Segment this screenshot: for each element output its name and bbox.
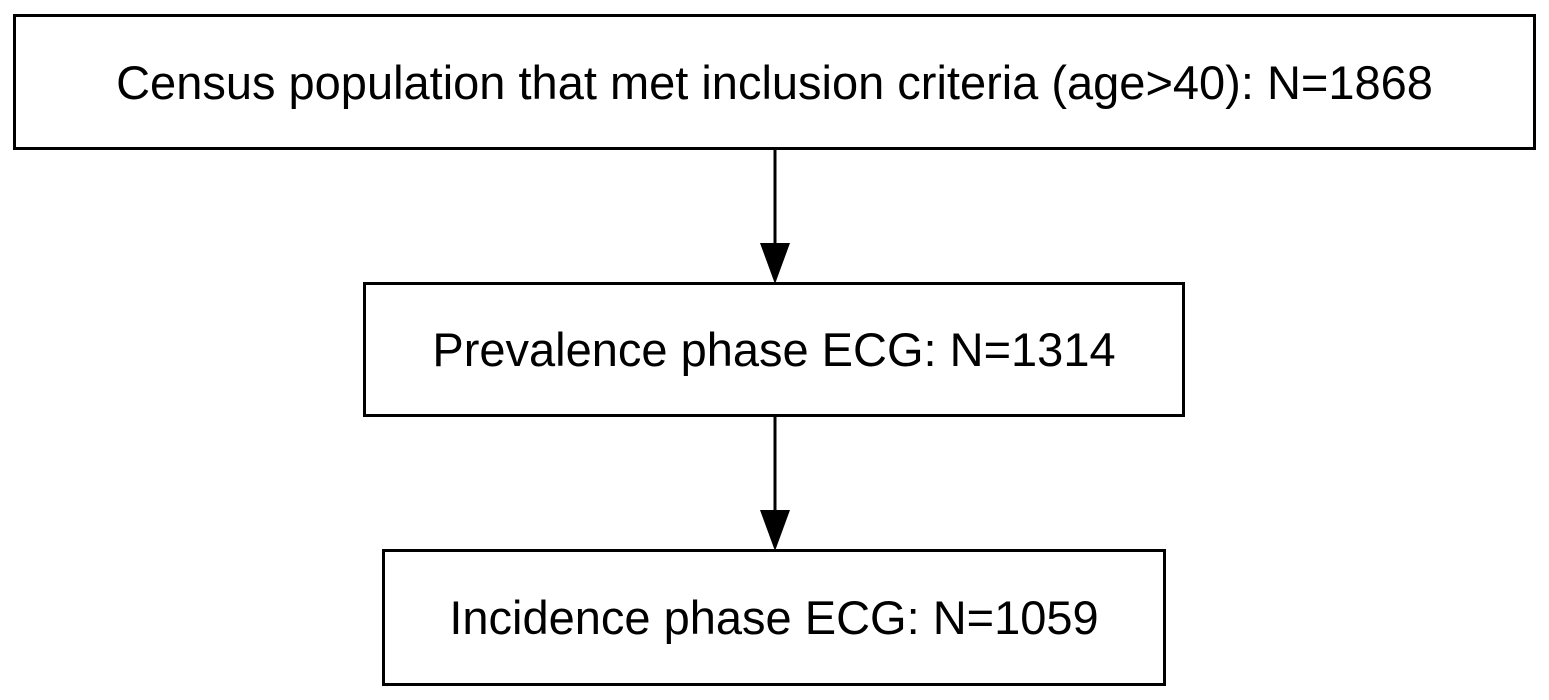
arrow-head-icon	[760, 243, 790, 284]
arrow-prevalence-to-incidence	[760, 417, 790, 551]
incidence-phase-box: Incidence phase ECG: N=1059	[382, 549, 1166, 686]
census-population-box: Census population that met inclusion cri…	[13, 14, 1536, 150]
prevalence-phase-box: Prevalence phase ECG: N=1314	[363, 282, 1185, 417]
arrow-head-icon	[760, 510, 790, 551]
prevalence-phase-label: Prevalence phase ECG: N=1314	[432, 323, 1116, 376]
census-population-label: Census population that met inclusion cri…	[116, 55, 1433, 109]
incidence-phase-label: Incidence phase ECG: N=1059	[449, 591, 1099, 644]
arrow-census-to-prevalence	[760, 150, 790, 284]
